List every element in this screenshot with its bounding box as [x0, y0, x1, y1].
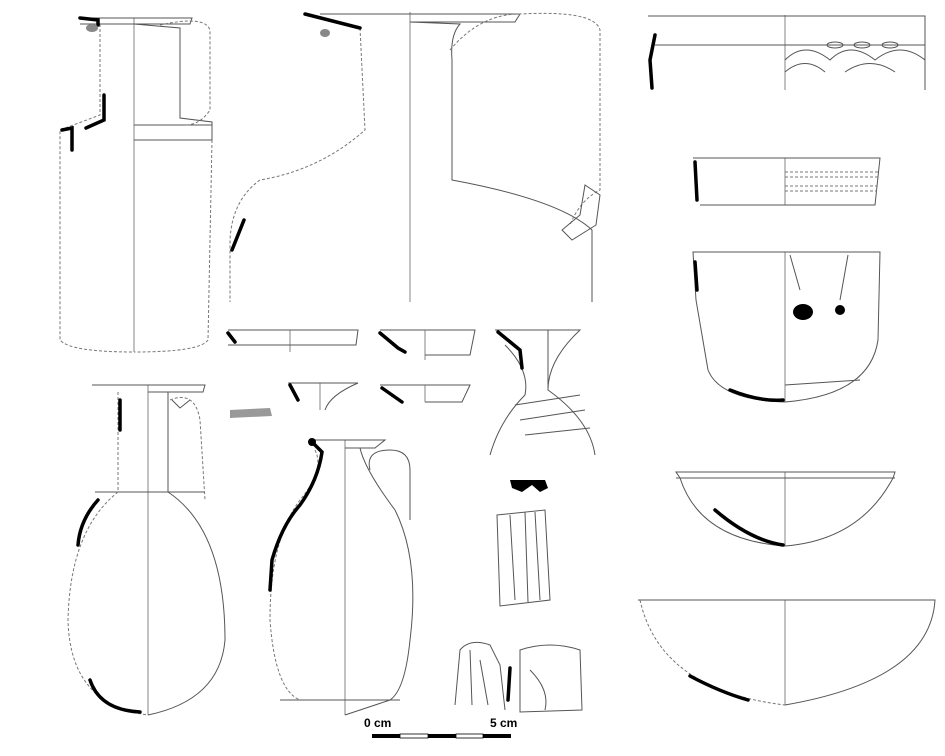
rim-fragments: [226, 329, 476, 418]
vessel-bottle-1: [59, 16, 213, 353]
vessel-jug-1: [229, 12, 601, 302]
handle-fragment: [496, 480, 551, 607]
vessel-decorated-bowl: [648, 15, 926, 90]
vessel-deep-bowl: [692, 251, 881, 403]
small-fragments: [454, 641, 583, 713]
vessel-large-bowl: [638, 599, 936, 706]
scale-start-label: 0 cm: [364, 716, 392, 730]
vessel-cup: [693, 157, 881, 206]
vessel-jug-2: [268, 438, 414, 716]
vessel-flask-fragment: [489, 329, 596, 456]
vessel-shallow-bowl: [675, 471, 896, 547]
vessel-bottle-2: [67, 384, 226, 716]
scale-end-label: 5 cm: [490, 716, 518, 730]
scale-bar: [372, 733, 511, 739]
